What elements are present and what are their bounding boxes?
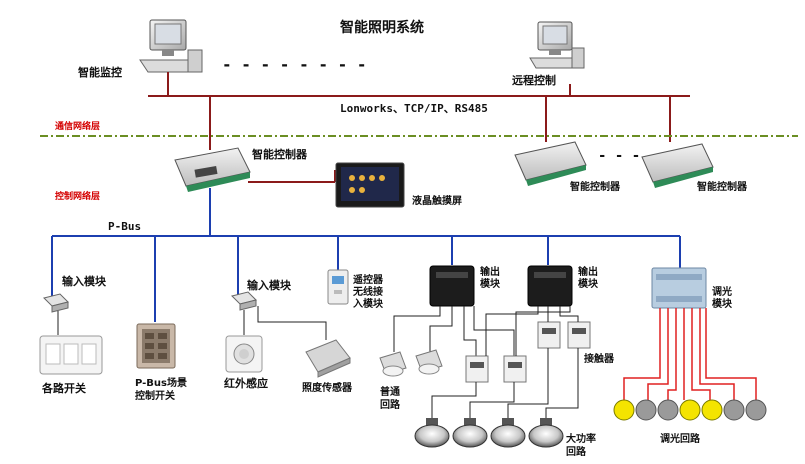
spotlight-icon	[379, 351, 407, 377]
wireless-module-icon	[327, 269, 349, 305]
input-module-1-label: 输入模块	[62, 274, 107, 288]
monitor-label: 智能监控	[78, 65, 122, 79]
input-module-2-label: 输入模块	[247, 278, 292, 292]
computer-icon	[529, 21, 585, 69]
input-module-icon	[43, 293, 69, 313]
high-power-label-1: 大功率	[566, 432, 596, 445]
bulb-icon	[635, 399, 657, 421]
main-controller-label: 智能控制器	[252, 147, 308, 161]
normal-loop-label-2: 回路	[380, 398, 401, 411]
input-module-icon	[231, 291, 257, 311]
bulb-icon	[679, 399, 701, 421]
lux-label: 照度传感器	[302, 381, 353, 394]
contactor-icon	[465, 355, 489, 383]
dimmer-module-icon	[651, 267, 707, 309]
bulb-icon	[723, 399, 745, 421]
high-power-label-2: 回路	[566, 445, 587, 458]
computer-icon	[139, 19, 203, 73]
dimmer-label-2: 模块	[712, 297, 733, 310]
normal-loop-label-1: 普通	[380, 385, 400, 398]
controller-icon	[641, 143, 714, 188]
output-module-icon	[429, 265, 475, 307]
diagram-title: 智能照明系统	[339, 19, 424, 36]
contactor-icon	[537, 321, 561, 349]
scene-label-1: P-Bus场景	[135, 376, 187, 389]
lux-sensor-icon	[305, 339, 351, 378]
right-controller-2-label: 智能控制器	[697, 180, 748, 193]
bulb-icon	[701, 399, 723, 421]
output-2-label-1: 输出	[578, 265, 598, 278]
high-bay-lamp-icon	[490, 418, 526, 448]
protocols-label: Lonworks、TCP/IP、RS485	[340, 102, 488, 115]
wireless-label-3: 入模块	[353, 297, 384, 310]
contactor-label: 接触器	[584, 352, 615, 365]
dim-loop-label: 调光回路	[660, 432, 701, 445]
lcd-label: 液晶触摸屏	[412, 194, 462, 207]
ir-label: 红外感应	[224, 376, 268, 390]
wireless-label-2: 无线接	[352, 285, 383, 298]
output-1-label-2: 模块	[480, 277, 501, 290]
touchscreen-icon	[335, 162, 405, 208]
scene-label-2: 控制开关	[135, 389, 175, 402]
scene-panel-icon	[136, 323, 176, 369]
output-module-icon	[527, 265, 573, 307]
controller-icon	[514, 141, 587, 186]
contactor-icon	[503, 355, 527, 383]
top-dash: - - - - - - - -	[222, 55, 367, 74]
bulb-icon	[657, 399, 679, 421]
high-bay-lamp-icon	[452, 418, 488, 448]
right-controller-1-label: 智能控制器	[570, 180, 621, 193]
wall-switch-icon	[39, 335, 103, 375]
wireless-label-1: 遥控器	[353, 273, 384, 286]
bulb-icon	[745, 399, 767, 421]
pbus-label: P-Bus	[108, 220, 141, 233]
dimmer-label-1: 调光	[712, 285, 732, 298]
comm-layer-label: 通信网络层	[55, 120, 100, 132]
spotlight-icon	[415, 349, 443, 375]
switch-label: 各路开关	[41, 381, 86, 395]
contactor-icon	[567, 321, 591, 349]
ir-sensor-icon	[225, 335, 263, 373]
bulb-icon	[613, 399, 635, 421]
high-bay-lamp-icon	[414, 418, 450, 448]
output-1-label-1: 输出	[480, 265, 500, 278]
high-bay-lamp-icon	[528, 418, 564, 448]
controllers-dash: - - -	[598, 148, 640, 164]
control-layer-label: 控制网络层	[55, 190, 100, 202]
output-2-label-2: 模块	[578, 277, 599, 290]
controller-icon	[174, 147, 251, 192]
remote-label: 远程控制	[512, 73, 556, 87]
